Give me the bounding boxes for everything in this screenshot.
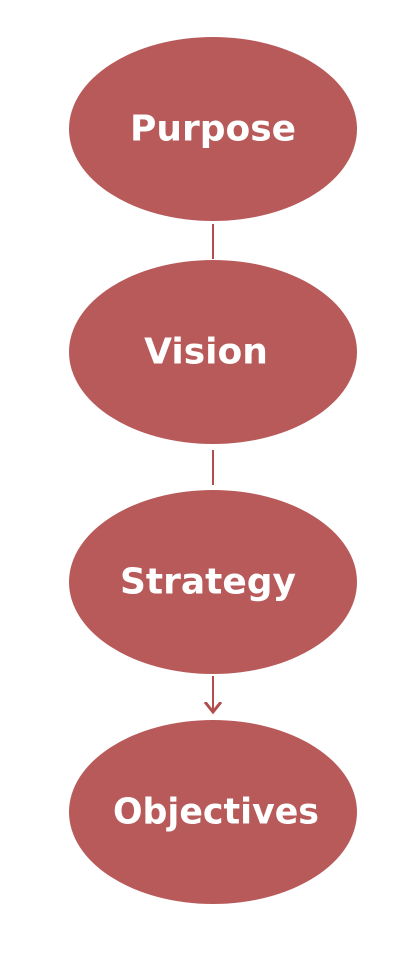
node-strategy-label: Strategy (120, 562, 296, 603)
node-objectives: Objectives (69, 720, 357, 904)
node-vision-label: Vision (144, 332, 268, 373)
node-objectives-shape (69, 720, 357, 904)
node-objectives-label: Objectives (113, 792, 319, 833)
node-purpose-shape (69, 37, 357, 221)
node-vision: Vision (69, 260, 357, 444)
node-purpose-label: Purpose (130, 109, 296, 150)
node-strategy: Strategy (69, 490, 357, 674)
node-vision-shape (69, 260, 357, 444)
node-purpose: Purpose (69, 37, 357, 221)
node-strategy-shape (69, 490, 357, 674)
